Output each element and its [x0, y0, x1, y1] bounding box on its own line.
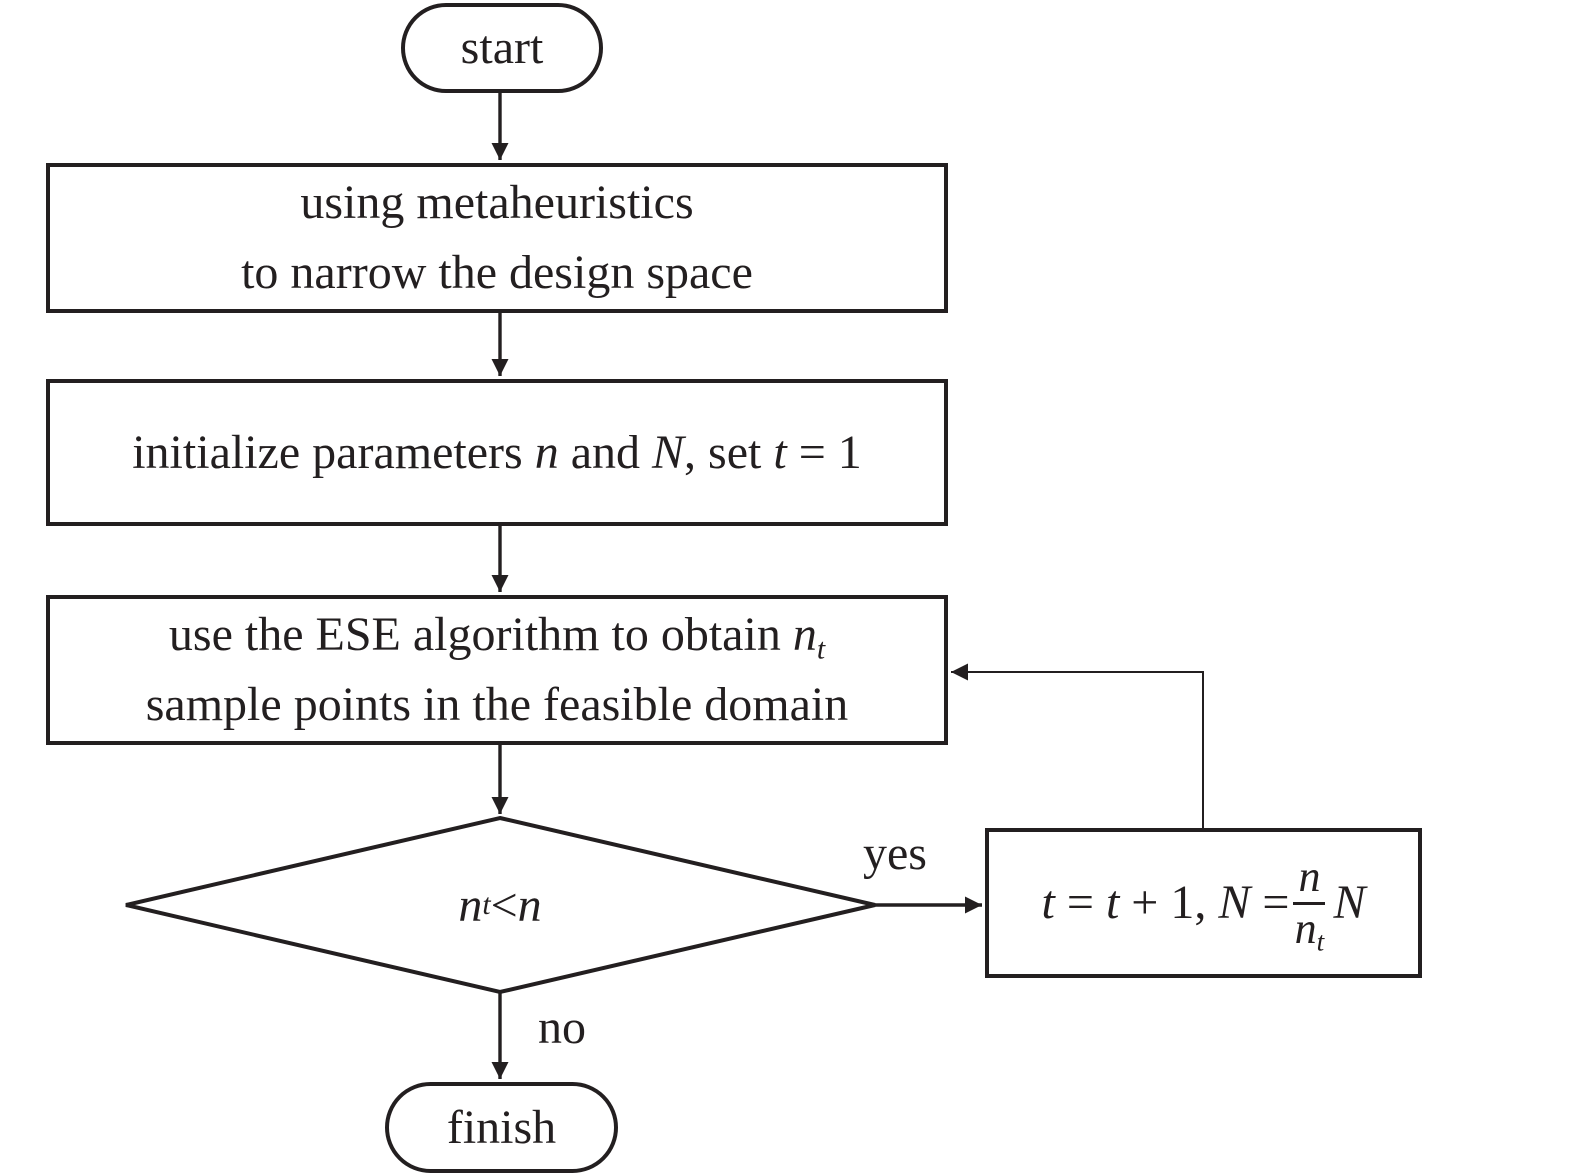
initialize-parameters-box: initialize parameters n and N, set t = 1: [46, 379, 948, 526]
start-label: start: [460, 21, 544, 75]
no-branch-label: no: [538, 1001, 586, 1054]
update-parameters-box: t = t + 1, N = n nt N: [985, 828, 1422, 978]
init-line: initialize parameters n and N, set t = 1: [132, 425, 862, 479]
update-equation: t = t + 1, N = n nt N: [1041, 852, 1366, 957]
finish-label: finish: [446, 1100, 557, 1154]
ese-line-2: sample points in the feasible domain: [145, 678, 849, 731]
start-node: start: [401, 3, 603, 93]
decision-diamond-shape: [125, 815, 876, 995]
ese-algorithm-box: use the ESE algorithm to obtain nt sampl…: [46, 595, 948, 745]
update-equation-prefix: t = t + 1, N =: [1041, 876, 1290, 930]
arrow-update-to-ese-feedback: [951, 663, 1204, 828]
update-equation-suffix: N: [1333, 876, 1366, 930]
finish-node: finish: [385, 1082, 618, 1173]
narrow-line-2: to narrow the design space: [241, 246, 753, 299]
fraction-numerator: n: [1293, 852, 1326, 905]
narrow-design-space-box: using metaheuristics to narrow the desig…: [46, 163, 948, 313]
ese-line-1: use the ESE algorithm to obtain nt: [168, 608, 826, 666]
narrow-line-1: using metaheuristics: [300, 176, 694, 230]
yes-branch-label: yes: [863, 827, 927, 880]
fraction: n nt: [1293, 852, 1326, 957]
fraction-denominator: nt: [1294, 903, 1325, 957]
